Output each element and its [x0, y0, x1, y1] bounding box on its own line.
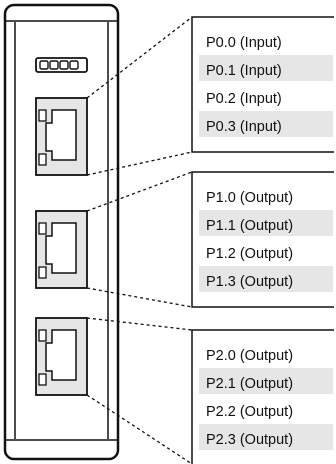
io-module-device-icon — [3, 3, 120, 461]
leader-line-port-2-bottom — [86, 394, 193, 464]
leader-line-port-0-top — [86, 16, 193, 99]
pin-label: P1.3 (Output) — [206, 274, 293, 290]
pin-label: P0.3 (Input) — [206, 119, 282, 135]
pin-label: P1.2 (Output) — [206, 246, 293, 262]
pin-group-2: P2.0 (Output) P2.1 (Output) P2.2 (Output… — [191, 329, 334, 464]
pin-label: P2.2 (Output) — [206, 404, 293, 420]
status-led-strip-icon — [35, 57, 88, 73]
pin-label: P0.1 (Input) — [206, 63, 282, 79]
pin-label: P2.3 (Output) — [206, 432, 293, 448]
pin-label: P1.0 (Output) — [206, 190, 293, 206]
pin-group-0: P0.0 (Input) P0.1 (Input) P0.2 (Input) P… — [191, 16, 334, 153]
pin-label: P2.1 (Output) — [206, 376, 293, 392]
pin-label: P0.2 (Input) — [206, 91, 282, 107]
pin-group-1: P1.0 (Output) P1.1 (Output) P1.2 (Output… — [191, 171, 334, 308]
leader-lines — [86, 16, 193, 464]
rj45-port-0-icon — [35, 97, 88, 176]
leader-line-port-1-top — [86, 171, 193, 212]
pin-label: P0.0 (Input) — [206, 35, 282, 51]
rj45-port-1-icon — [35, 210, 88, 289]
pin-label: P1.1 (Output) — [206, 218, 293, 234]
rj45-port-2-icon — [35, 317, 88, 396]
pin-label: P2.0 (Output) — [206, 348, 293, 364]
